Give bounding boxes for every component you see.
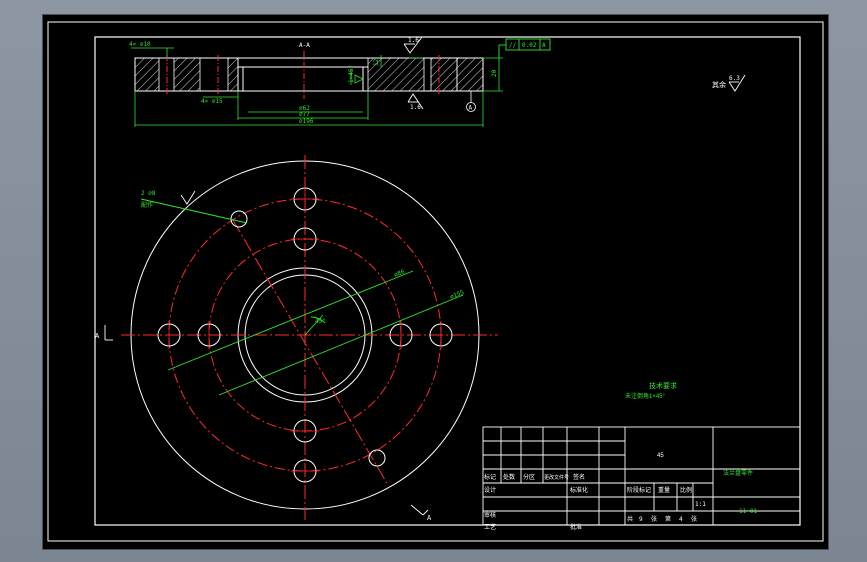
bore-dim: ⌀62: [299, 105, 310, 112]
roughness-top: 1.6: [408, 37, 419, 44]
inner-frame: [94, 36, 801, 526]
leader-hole-text: 2 ⌀8: [141, 190, 156, 197]
section-mark-left: A: [95, 332, 100, 340]
svg-text:未注倒角1×45°: 未注倒角1×45°: [625, 392, 666, 400]
section-mark-bottom: A: [427, 514, 432, 522]
drawing-canvas: 4× ⌀10 A-A 4× ⌀15 ⌀62 ⌀77 ⌀196 20 12 1×4…: [47, 21, 824, 542]
svg-text:张: 张: [651, 515, 657, 523]
svg-text:第: 第: [665, 515, 671, 523]
svg-text:6.3: 6.3: [729, 75, 740, 82]
tolerance-value: 0.02: [522, 42, 537, 49]
svg-text:张: 张: [691, 515, 697, 523]
svg-text:批准: 批准: [570, 523, 582, 531]
chamfer-dim: 1×45°: [348, 65, 355, 83]
svg-text:9: 9: [639, 516, 643, 523]
svg-text:分区: 分区: [523, 473, 535, 481]
section-view: 4× ⌀10 A-A 4× ⌀15 ⌀62 ⌀77 ⌀196 20 12 1×4…: [129, 36, 551, 127]
step-dim: 12: [373, 58, 380, 66]
hole-top-dim: 4× ⌀10: [129, 41, 151, 48]
svg-text:更改文件号: 更改文件号: [544, 474, 569, 481]
plan-view: 2 ⌀8 配作 ⌀86 ⌀155 45° A A: [95, 155, 498, 522]
title-block: 45 法兰盘零件 11-01 1:1 标记 处数 分区 更改文件号 签名 设计 …: [482, 426, 801, 531]
angle-label: 45°: [315, 318, 326, 325]
leader-hole-note: 配作: [141, 201, 153, 209]
svg-text:比例: 比例: [680, 486, 692, 494]
svg-text:重量: 重量: [658, 486, 670, 494]
svg-text:标记: 标记: [484, 473, 496, 481]
svg-text:11-01: 11-01: [739, 508, 757, 515]
cad-drawing-viewport[interactable]: 4× ⌀10 A-A 4× ⌀15 ⌀62 ⌀77 ⌀196 20 12 1×4…: [42, 14, 829, 550]
outer-dim: ⌀196: [299, 118, 314, 125]
height-dim: 20: [491, 69, 498, 77]
svg-text:法兰盘零件: 法兰盘零件: [723, 469, 753, 477]
counterbore-dim: ⌀77: [299, 111, 310, 118]
svg-text:设计: 设计: [484, 486, 496, 494]
tolerance-datum: A: [542, 42, 546, 49]
svg-text:共: 共: [627, 515, 633, 523]
svg-text:技术要求: 技术要求: [649, 381, 677, 390]
svg-text:工艺: 工艺: [484, 523, 496, 531]
leader-pitch2: ⌀155: [449, 289, 465, 301]
outer-border: [47, 21, 824, 542]
svg-text:签名: 签名: [573, 473, 585, 481]
hole-bottom-dim: 4× ⌀15: [201, 98, 223, 105]
tolerance-symbol: //: [509, 42, 517, 49]
svg-text:其余: 其余: [712, 80, 726, 89]
svg-text:阶段标记: 阶段标记: [627, 486, 651, 494]
svg-text:审核: 审核: [484, 511, 496, 519]
section-label: A-A: [299, 42, 310, 49]
svg-text:45: 45: [657, 453, 664, 459]
svg-text:4: 4: [679, 516, 683, 523]
roughness-bottom: 1.6: [410, 104, 421, 111]
leader-pitch1: ⌀86: [393, 268, 406, 279]
general-roughness: 其余 6.3: [712, 74, 746, 92]
technical-notes: 技术要求 未注倒角1×45°: [625, 381, 677, 400]
svg-text:标准化: 标准化: [570, 486, 588, 494]
datum-label: A: [469, 105, 473, 112]
svg-text:处数: 处数: [503, 473, 515, 481]
svg-text:1:1: 1:1: [695, 501, 706, 508]
